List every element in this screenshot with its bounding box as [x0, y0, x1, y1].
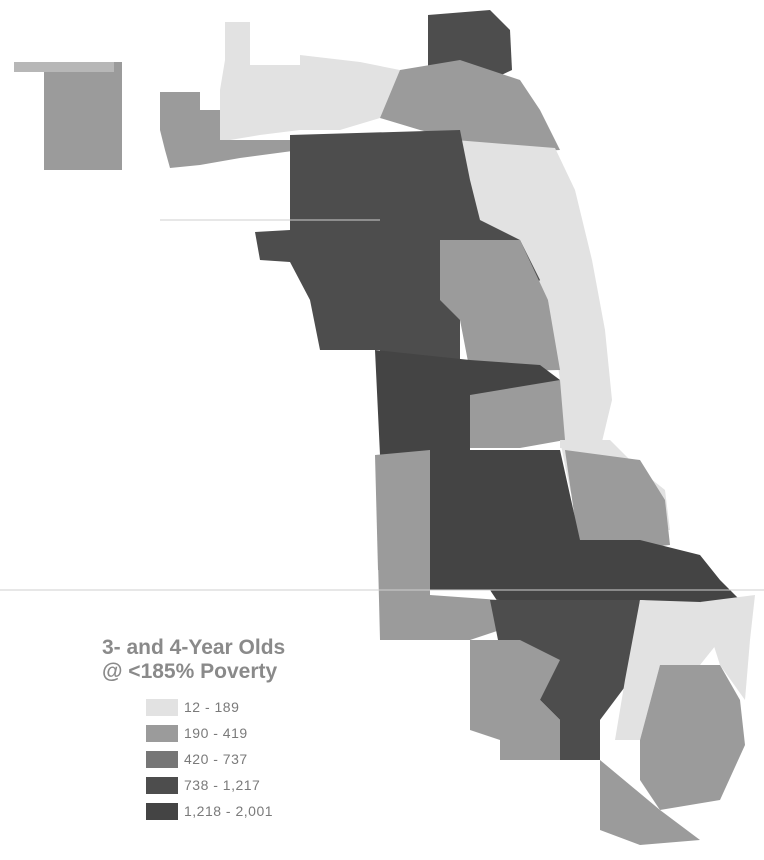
far-southwest-medium — [378, 560, 500, 640]
northwest-side-area — [160, 92, 300, 168]
legend-swatch — [146, 724, 178, 742]
legend-label: 190 - 419 — [184, 725, 248, 741]
ohare-strip — [14, 62, 114, 72]
legend-swatch — [146, 698, 178, 716]
southwest-medium — [375, 450, 430, 570]
far-south-medium — [470, 640, 560, 760]
ohare-area — [44, 62, 122, 170]
legend-label: 12 - 189 — [184, 699, 240, 715]
southeast-pale-edge — [700, 595, 755, 700]
legend-item: 12 - 189 — [146, 694, 362, 720]
map-legend: 3- and 4-Year Olds @ <185% Poverty 12 - … — [102, 636, 362, 824]
far-south-dark — [490, 600, 640, 760]
legend-item: 738 - 1,217 — [146, 772, 362, 798]
downtown-west-area — [440, 240, 560, 372]
south-side-dark — [430, 450, 740, 610]
legend-title-line1: 3- and 4-Year Olds — [102, 636, 286, 659]
bottom-strip — [600, 760, 700, 845]
legend-swatch — [146, 750, 178, 768]
legend-label: 738 - 1,217 — [184, 777, 261, 793]
south-medium-strip — [565, 450, 670, 550]
far-south-pale — [615, 600, 720, 740]
legend-label: 420 - 737 — [184, 751, 248, 767]
legend-item: 1,218 - 2,001 — [146, 798, 362, 824]
legend-item: 190 - 419 — [146, 720, 362, 746]
southeast-medium — [640, 665, 745, 810]
lakeshore-lines — [0, 219, 764, 591]
north-lakefront-pale — [455, 140, 612, 450]
north-side-area — [380, 60, 560, 152]
south-side-medium — [470, 380, 565, 448]
southwest-side-dark — [375, 350, 560, 470]
legend-swatch — [146, 802, 178, 820]
city-outline — [14, 10, 755, 845]
west-side-dark — [255, 130, 540, 360]
legend-item: 420 - 737 — [146, 746, 362, 772]
legend-title-line2: @ <185% Poverty — [102, 660, 278, 683]
legend-swatch — [146, 776, 178, 794]
legend-label: 1,218 - 2,001 — [184, 803, 274, 819]
legend-title: 3- and 4-Year Olds @ <185% Poverty — [102, 636, 362, 684]
